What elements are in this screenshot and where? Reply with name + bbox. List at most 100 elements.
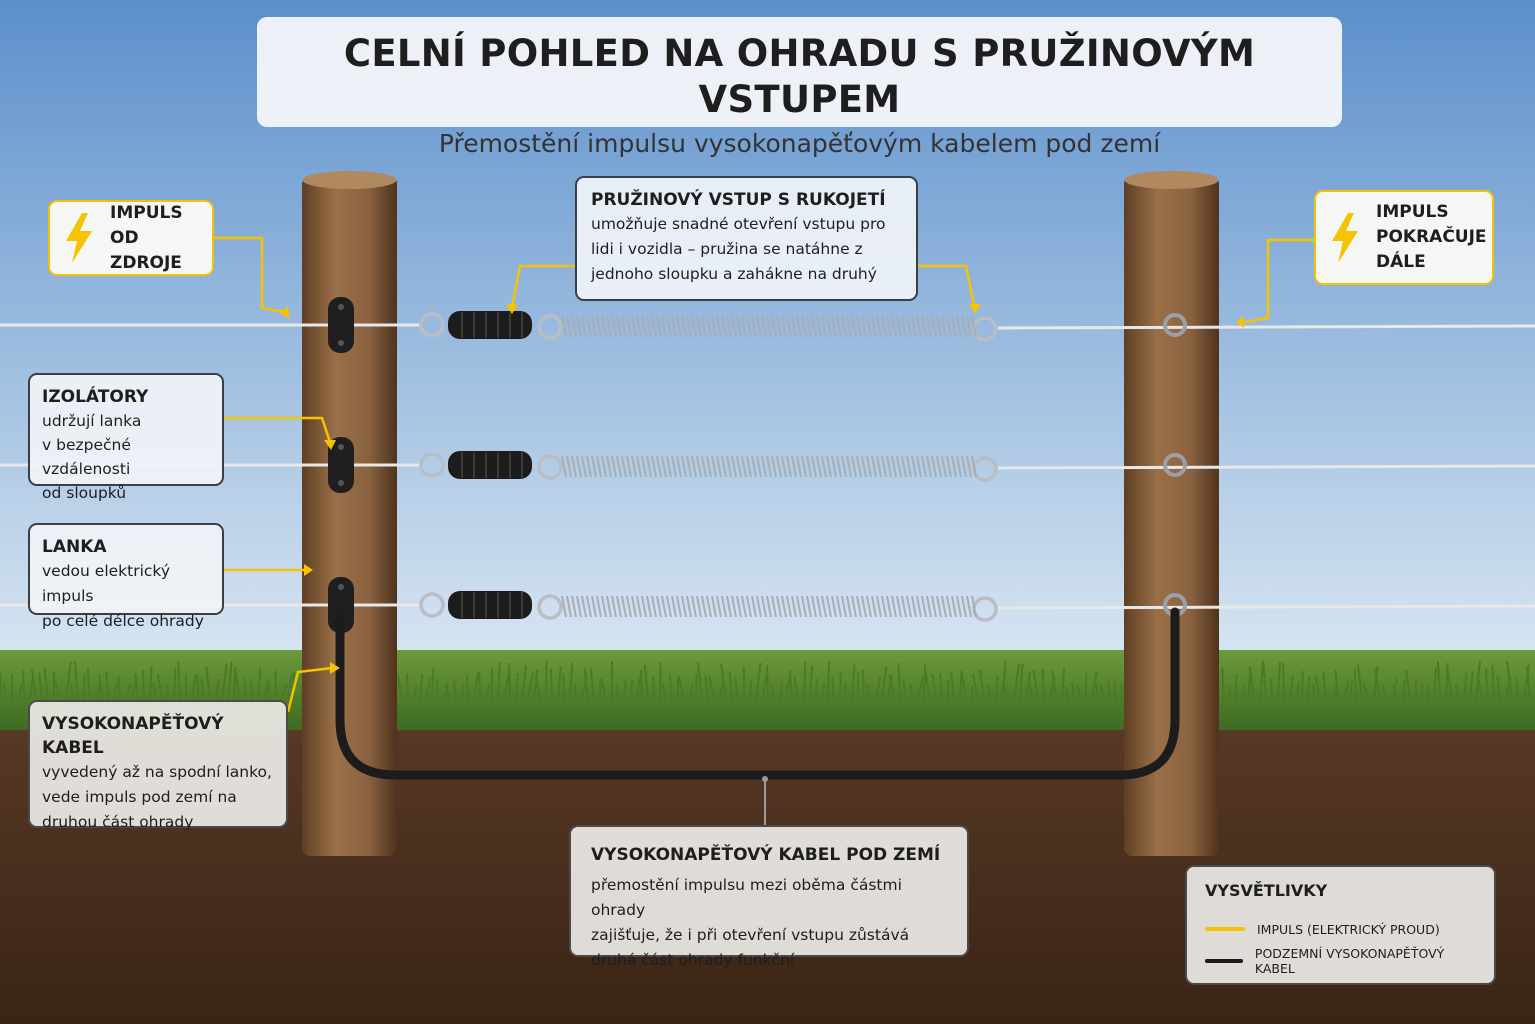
post-right [1124, 171, 1219, 856]
title-banner: CELNÍ POHLED NA OHRADU S PRUŽINOVÝM VSTU… [257, 17, 1342, 158]
grass-blade [1002, 681, 1009, 701]
grass-blade [995, 674, 999, 701]
grass-blade [1013, 663, 1020, 701]
grass-blade [281, 683, 288, 701]
grass-blade [30, 668, 37, 701]
grass-blade [972, 673, 979, 701]
grass-blade [635, 677, 642, 701]
grass-blade [589, 668, 595, 701]
grass-blade [931, 673, 937, 701]
gate-ring [419, 452, 445, 478]
grass-blade [1427, 685, 1430, 701]
grass-blade [851, 664, 856, 701]
grass-blade [917, 676, 924, 701]
grass-blade [1247, 674, 1252, 701]
grass-blade [1107, 682, 1111, 701]
grass-blade [274, 670, 277, 701]
grass-blade [1312, 683, 1315, 701]
insulator-screw [338, 444, 344, 450]
grass-blade [65, 661, 72, 701]
lightning-icon [66, 213, 92, 263]
grass-blade [1362, 682, 1369, 701]
grass-blade [902, 679, 907, 701]
grass-blade [1374, 668, 1381, 701]
grass-blade [142, 670, 145, 701]
grass-blade [1496, 675, 1501, 701]
grass-blade [923, 664, 927, 701]
grass-blade [950, 671, 955, 701]
grass-blade [1001, 660, 1007, 701]
grass-blade [960, 673, 967, 701]
gate-handle [448, 591, 532, 619]
grass-blade [1295, 681, 1300, 701]
grass-blade [1025, 671, 1032, 701]
grass-blade [1491, 665, 1495, 701]
grass-blade [1289, 675, 1294, 701]
grass-blade [689, 684, 694, 701]
legend-label: IMPULS (ELEKTRICKÝ PROUD) [1257, 921, 1440, 937]
grass-blade [205, 666, 211, 701]
grass-blade [1076, 684, 1081, 701]
grass-blade [17, 683, 23, 701]
hv-cable-underground-text: přemostění impulsu mezi oběma částmi ohr… [591, 876, 910, 969]
grass-blade [215, 678, 220, 701]
grass-blade [1526, 666, 1531, 701]
grass-blade [1262, 661, 1267, 701]
leader-spring-left [510, 264, 575, 309]
grass-blade [1343, 679, 1350, 701]
page-subtitle: Přemostění impulsu vysokonapěťovým kabel… [438, 129, 1161, 158]
grass-blade [43, 668, 49, 701]
insulators-text: udržují lanka v bezpečné vzdálenosti od … [42, 412, 142, 502]
leader-arrowheads [280, 304, 1244, 674]
grass-blade [1484, 668, 1489, 701]
grass-blade [221, 663, 228, 701]
grass-blade [54, 681, 61, 701]
grass-blade [166, 684, 169, 701]
grass-blade [98, 674, 103, 701]
grass-blade [70, 682, 73, 701]
insulators-label: IZOLÁTORY udržují lanka v bezpečné vzdál… [28, 373, 224, 502]
grass-blade [569, 662, 574, 701]
grass-blade [809, 665, 814, 701]
grass-blade [508, 662, 511, 701]
grass-blade [766, 665, 769, 701]
grass-blade [1064, 685, 1069, 701]
grass-blade [515, 672, 520, 701]
grass-blade [1331, 685, 1338, 701]
grass-blade [156, 674, 163, 701]
grass-blade [659, 662, 662, 701]
insulator [328, 437, 354, 493]
insulators-title: IZOLÁTORY [42, 387, 149, 407]
grass-blade [1373, 666, 1379, 701]
grass-blade [1322, 672, 1327, 701]
grass-blade [761, 675, 768, 701]
legend: VYSVĚTLIVKY IMPULS (ELEKTRICKÝ PROUD) PO… [1185, 865, 1496, 985]
grass-blade [191, 674, 197, 701]
grass-blade [827, 660, 831, 701]
grass-blade [678, 677, 685, 701]
grass-blade [661, 683, 667, 701]
wire [997, 604, 1535, 610]
hv-cable-underground-label: VYSOKONAPĚŤOVÝ KABEL POD ZEMÍ přemostění… [569, 825, 969, 969]
grass-blade [461, 685, 465, 701]
grass-blade [1334, 669, 1339, 701]
grass-blade [1403, 680, 1406, 701]
grass-blade [234, 671, 241, 701]
legend-item-cable: PODZEMNÍ VYSOKONAPĚŤOVÝ KABEL [1205, 945, 1476, 977]
grass-blade [909, 684, 913, 701]
grass-blade [478, 672, 481, 701]
grass-blade [557, 666, 562, 701]
grass-blade [789, 678, 793, 701]
grass-blade [2, 682, 7, 701]
grass-blade [697, 662, 703, 701]
leader-impulse-continues [1244, 238, 1314, 324]
grass-blade [1463, 672, 1468, 701]
wire [997, 464, 1535, 470]
grass-blade [1356, 664, 1363, 701]
leader-insulators [224, 416, 332, 443]
grass-blade [1221, 667, 1225, 701]
grass-blade [257, 668, 262, 701]
grass-blade [1455, 682, 1459, 701]
grass-blade [465, 674, 469, 701]
grass-blade [1051, 670, 1057, 701]
